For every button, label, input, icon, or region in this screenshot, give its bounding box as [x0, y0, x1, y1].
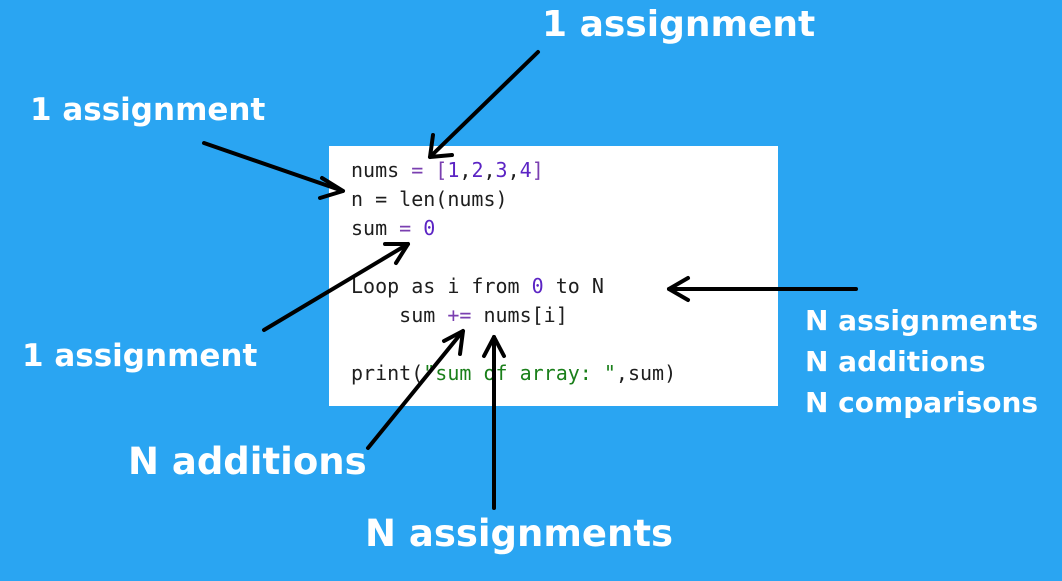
label-top-left-assignment: 1 assignment [30, 92, 266, 128]
label-right-additions: N additions [805, 345, 986, 378]
code-line-2: n = len(nums) [351, 187, 508, 211]
code-line-3: sum = 0 [351, 216, 436, 240]
label-mid-left-assignment: 1 assignment [22, 338, 258, 374]
label-right-loop-costs: N assignments N additions N comparisons [805, 300, 1038, 423]
arrow-top-to-nums-assignment [428, 50, 540, 159]
code-line-5: Loop as i from 0 to N [351, 274, 604, 298]
arrow-right-to-loop [667, 276, 858, 302]
label-right-comparisons: N comparisons [805, 386, 1039, 419]
label-bottom-left-additions: N additions [128, 440, 367, 483]
code-panel: nums = [1,2,3,4] n = len(nums) sum = 0 L… [329, 146, 778, 406]
label-bottom-assignments: N assignments [365, 512, 674, 555]
code-block: nums = [1,2,3,4] n = len(nums) sum = 0 L… [351, 156, 676, 388]
label-right-assignments: N assignments [805, 304, 1039, 337]
arrow-bottom-to-sum-assignment [482, 335, 506, 510]
arrow-topleft-to-n-assignment [202, 141, 345, 200]
label-top-assignment: 1 assignment [542, 4, 816, 45]
code-line-6: sum += nums[i] [351, 303, 568, 327]
arrow-bottomleft-to-addition [366, 329, 465, 450]
code-line-1: nums = [1,2,3,4] [351, 158, 544, 182]
arrow-midleft-to-sum-assignment [262, 242, 410, 332]
